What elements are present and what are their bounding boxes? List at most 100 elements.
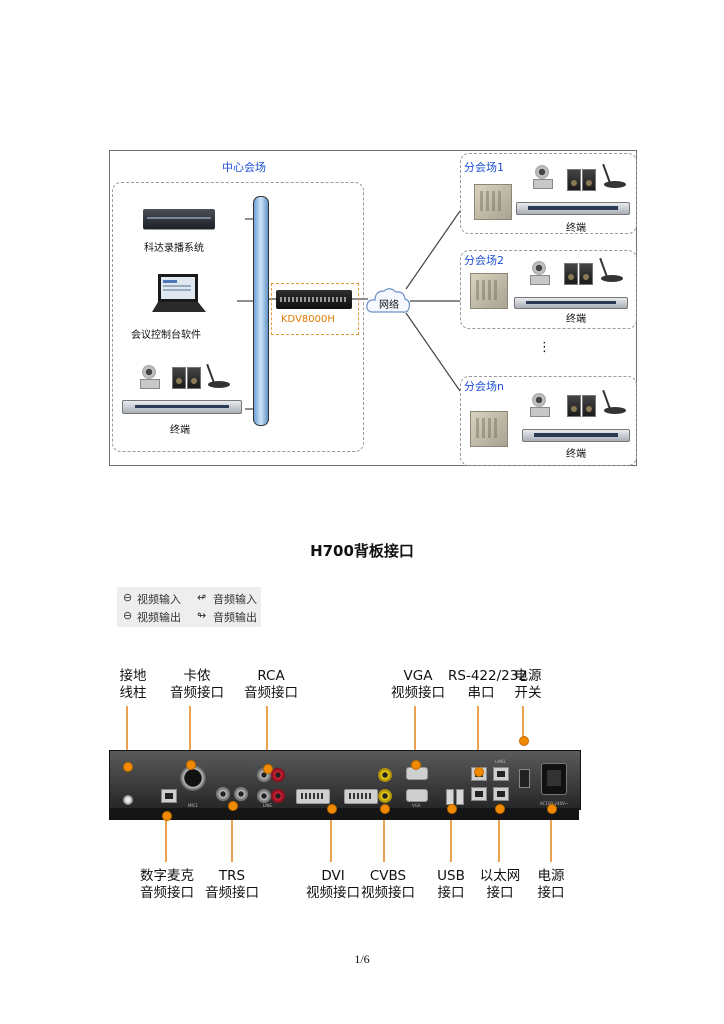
dvi-port-2	[344, 789, 378, 804]
cvbs-port	[378, 768, 392, 782]
power-label-line2: 接口	[537, 885, 565, 901]
recording-system-label: 科达录播系统	[144, 243, 204, 254]
cloud-icon	[366, 288, 411, 313]
audio-in-icon: ↫	[197, 591, 207, 604]
trs-port-2	[234, 787, 248, 801]
power-socket	[541, 763, 567, 795]
branch-2-title: 分会场2	[464, 254, 504, 267]
serial-label: RS-422/232 串口	[448, 668, 527, 702]
rca-marker	[263, 764, 273, 774]
legend-audio-out: 音频输出	[213, 611, 257, 624]
video-in-icon: ⊖	[123, 591, 133, 604]
branch-venue-2	[460, 250, 637, 329]
console-software-label: 会议控制台软件	[131, 330, 201, 341]
video-out-icon: ⊖	[123, 609, 133, 622]
ground-label-line1: 接地	[119, 668, 147, 684]
center-terminal-label: 终端	[170, 425, 190, 436]
speaker-icon	[187, 367, 201, 389]
dvi-label: DVI 视频接口	[304, 868, 362, 902]
digital-mic-label-line2: 音频接口	[140, 885, 194, 901]
ethernet-port-1	[493, 767, 509, 781]
trs-label-line2: 音频接口	[205, 885, 259, 901]
h700-back-panel: MIC1 LINE VGA LAN1 AC100-240V~	[109, 750, 581, 810]
page-number: 1/6	[354, 952, 370, 966]
branch-venue-1	[460, 153, 637, 234]
recording-system-device	[143, 209, 215, 229]
dvi-label-line2: 视频接口	[306, 885, 360, 901]
building-icon	[470, 273, 508, 309]
cvbs-label-line1: CVBS	[369, 868, 407, 884]
ethernet-marker	[495, 804, 505, 814]
camera-icon	[533, 165, 553, 189]
rca-label-line1: RCA	[257, 668, 285, 684]
rca-audio-port	[271, 789, 285, 803]
panel-base	[109, 808, 579, 820]
speaker-icon	[567, 395, 581, 417]
network-diagram: 中心会场 科达录播系统 会议控制台软件 终端 KDV8000H 网络 分会场1 …	[109, 150, 637, 466]
branch-n-terminal-label: 终端	[566, 449, 586, 460]
power-switch	[519, 769, 530, 788]
canon-label: 卡侬 音频接口	[169, 668, 225, 702]
branch-2-terminal	[514, 297, 628, 309]
camera-icon	[530, 261, 550, 285]
laptop-icon	[152, 274, 206, 312]
microphone-icon	[206, 363, 230, 389]
trs-label-line1: TRS	[218, 868, 246, 884]
legend-video-out: 视频输出	[137, 611, 181, 624]
serial-label-line2: 串口	[467, 685, 495, 701]
branch-1-terminal	[516, 202, 630, 215]
power-spec-panel-text: AC100-240V~	[540, 801, 568, 806]
usb-label-line2: 接口	[437, 885, 465, 901]
power-marker	[547, 804, 557, 814]
cvbs-label-line2: 视频接口	[361, 885, 415, 901]
rca-audio-port	[257, 789, 271, 803]
ethernet-label-line1: 以太网	[479, 868, 521, 884]
microphone-icon	[599, 257, 623, 283]
power-switch-marker	[519, 736, 529, 746]
branch-2-terminal-label: 终端	[566, 314, 586, 325]
usb-marker	[447, 804, 457, 814]
rca-label: RCA 音频接口	[243, 668, 299, 702]
ethernet-label-line2: 接口	[486, 885, 514, 901]
trs-port-1	[216, 787, 230, 801]
speaker-icon	[564, 263, 578, 285]
serial-marker	[474, 767, 484, 777]
ethernet-label: 以太网 接口	[478, 868, 522, 902]
usb-port-2	[456, 789, 464, 805]
cvbs-label: CVBS 视频接口	[359, 868, 417, 902]
serial-label-line1: RS-422/232	[448, 668, 527, 684]
vga-label: VGA 视频接口	[390, 668, 446, 702]
branch-n-terminal	[522, 429, 630, 442]
usb-port-1	[446, 789, 454, 805]
server-label: KDV8000H	[281, 314, 335, 325]
cvbs-port	[378, 789, 392, 803]
ground-post	[123, 795, 133, 805]
digital-mic-port	[161, 789, 177, 803]
digital-mic-label: 数字麦克 音频接口	[138, 868, 196, 902]
lan-panel-text: LAN1	[495, 759, 506, 764]
ground-label: 接地 线柱	[117, 668, 149, 702]
server-highlight-box	[271, 283, 359, 335]
vga-label-line1: VGA	[403, 668, 433, 684]
speaker-icon	[582, 169, 596, 191]
branch-1-title: 分会场1	[464, 161, 504, 174]
center-venue-title: 中心会场	[222, 161, 266, 174]
camera-icon	[140, 365, 160, 389]
network-label: 网络	[379, 300, 399, 311]
microphone-icon	[602, 163, 626, 189]
building-icon	[470, 411, 508, 447]
audio-out-icon: ↬	[197, 609, 207, 622]
dvi-port-1	[296, 789, 330, 804]
section-title: H700背板接口	[310, 542, 414, 560]
vga-panel-text: VGA	[412, 803, 421, 808]
usb-label: USB 接口	[435, 868, 467, 902]
legend-audio-in: 音频输入	[213, 593, 257, 606]
power-switch-label: 电源 开关	[510, 668, 546, 702]
power-label-line1: 电源	[537, 868, 565, 884]
digital-mic-label-line1: 数字麦克	[140, 868, 194, 884]
ground-label-line2: 线柱	[119, 685, 147, 701]
legend-video-in: 视频输入	[137, 593, 181, 606]
usb-label-line1: USB	[437, 868, 465, 884]
branch-venue-n	[460, 376, 637, 466]
building-icon	[474, 184, 512, 220]
